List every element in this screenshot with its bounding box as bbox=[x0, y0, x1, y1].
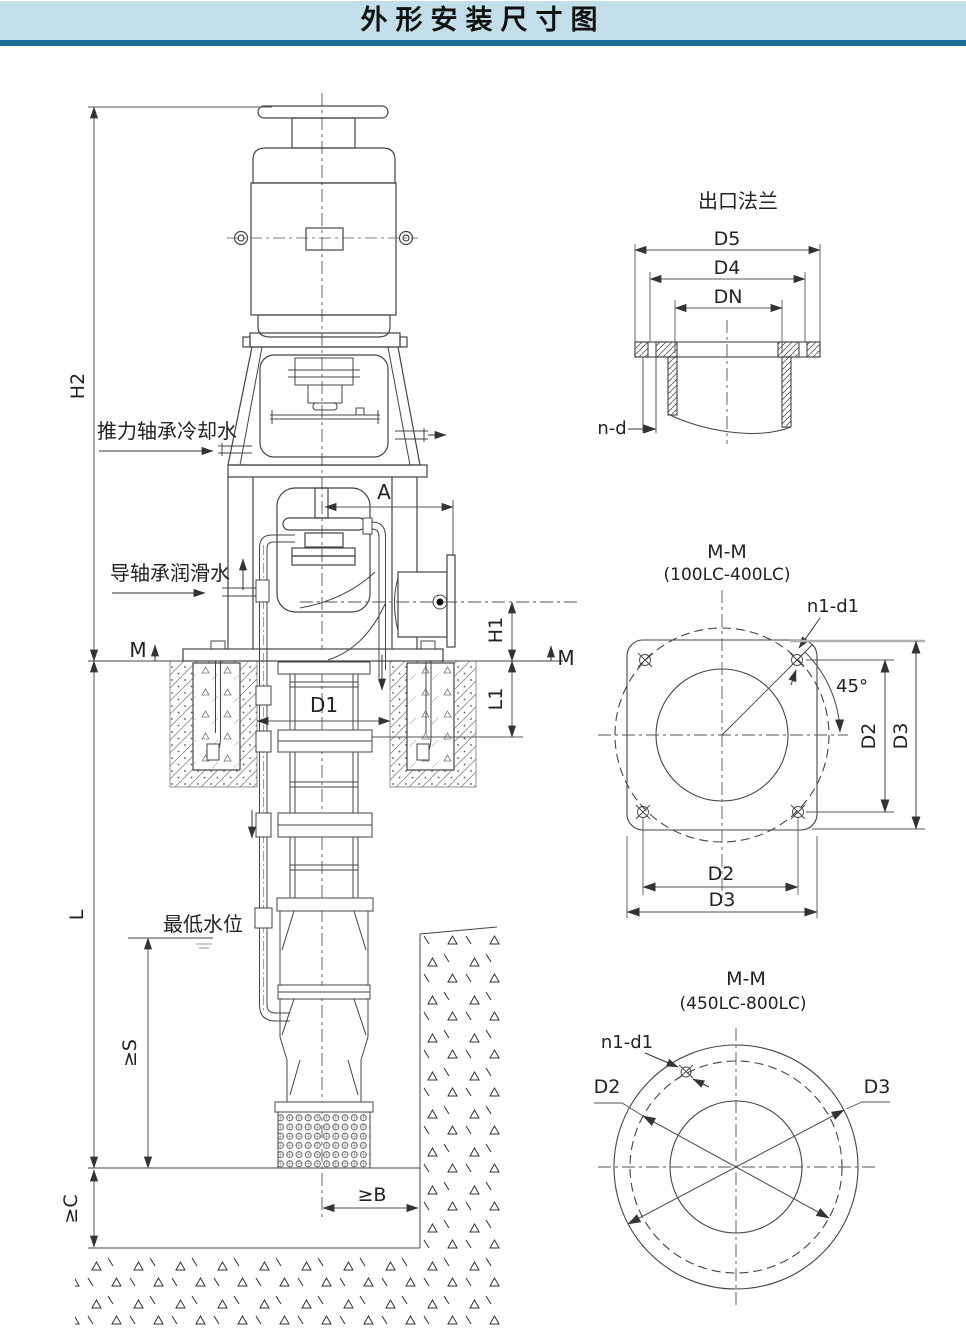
section-round-view bbox=[594, 1028, 890, 1308]
pump-elevation-view bbox=[75, 93, 578, 1332]
cooling-water-stub-right bbox=[395, 428, 447, 442]
motor-cap bbox=[257, 105, 389, 119]
section-round-title: M-M bbox=[726, 968, 766, 990]
sump-rock-hatch bbox=[75, 927, 500, 1332]
page-title: 外形安装尺寸图 bbox=[360, 5, 606, 36]
motor-bottom bbox=[257, 314, 391, 338]
baseplate bbox=[182, 648, 444, 662]
dim-L-label: L bbox=[66, 909, 88, 920]
motor-neck bbox=[291, 117, 356, 149]
column-pipe bbox=[277, 661, 373, 899]
sump bbox=[75, 926, 500, 1332]
label-lowest-water-level: 最低水位 bbox=[163, 912, 243, 936]
motor-body bbox=[250, 182, 397, 316]
outlet-flange-title: 出口法兰 bbox=[698, 189, 778, 213]
dim-D1-label: D1 bbox=[310, 693, 338, 717]
dim-D2-bottom-label: D2 bbox=[708, 863, 735, 885]
water-level-mark bbox=[128, 937, 213, 949]
dim-H1-label: H1 bbox=[485, 617, 507, 643]
motor bbox=[227, 105, 418, 338]
dim-B-label: ≥B bbox=[358, 1184, 387, 1206]
n1-d1-label-round: n1-d1 bbox=[601, 1032, 653, 1053]
title-bar: 外形安装尺寸图 bbox=[0, 1, 966, 46]
dim-D2-right-label: D2 bbox=[858, 723, 880, 750]
label-thrust-bearing-cooling-water: 推力轴承冷却水 bbox=[97, 419, 237, 443]
outlet-flange-view bbox=[628, 244, 821, 444]
label-guide-bearing-lube-water: 导轴承润滑水 bbox=[110, 561, 230, 585]
foundation-right bbox=[389, 660, 477, 788]
bolt-hole bbox=[678, 1064, 694, 1079]
dim-L1-label: L1 bbox=[485, 688, 507, 711]
foundation-left bbox=[169, 660, 258, 788]
dim-n-d-label: n-d bbox=[597, 418, 626, 439]
motor-nameplate bbox=[305, 227, 344, 251]
bolt-holes bbox=[635, 652, 806, 820]
dim-A-label: A bbox=[377, 480, 391, 504]
dim-H2-label: H2 bbox=[67, 373, 89, 399]
dim-D3-diagonal bbox=[627, 1101, 890, 1225]
dim-C-label: ≥C bbox=[60, 1194, 82, 1223]
strainer bbox=[277, 1111, 371, 1169]
cooling-water-stub-left bbox=[218, 443, 252, 456]
dim-D2-round-label: D2 bbox=[594, 1076, 621, 1098]
n1-d1-leader bbox=[798, 617, 821, 649]
dim-D5-label: D5 bbox=[714, 228, 741, 250]
motor-top bbox=[252, 147, 396, 184]
break-line bbox=[667, 413, 792, 434]
pipe-wall-right bbox=[781, 356, 792, 428]
angle-45-label: 45° bbox=[836, 676, 868, 697]
dim-DN-label: DN bbox=[714, 286, 743, 308]
lube-piping bbox=[222, 534, 295, 1022]
section-square-title: M-M bbox=[707, 541, 747, 563]
discharge-flange bbox=[446, 554, 456, 648]
drain-pipe bbox=[362, 517, 387, 691]
discharge-elbow bbox=[299, 571, 386, 661]
section-square-subtitle: (100LC-400LC) bbox=[664, 565, 791, 585]
section-square-view bbox=[598, 590, 925, 918]
dim-D4-label: D4 bbox=[714, 257, 741, 279]
dim-D3-bottom-label: D3 bbox=[709, 889, 736, 911]
coupling bbox=[270, 357, 380, 424]
n1-d1-label-square: n1-d1 bbox=[807, 596, 859, 617]
dim-D3-right-label: D3 bbox=[890, 723, 912, 750]
n1-d1-leader bbox=[644, 1052, 679, 1068]
motor-stand bbox=[218, 332, 447, 478]
section-M-right-label: M bbox=[557, 646, 574, 670]
bowl-assembly bbox=[274, 897, 374, 1169]
discharge-head bbox=[227, 477, 578, 661]
dim-S-label: ≥S bbox=[119, 1039, 141, 1067]
angle-arc bbox=[804, 651, 845, 733]
dim-D2-diagonal bbox=[594, 1102, 830, 1219]
dim-D3-round-label: D3 bbox=[864, 1076, 891, 1098]
bolt-circle bbox=[614, 627, 830, 843]
pump-dimensions bbox=[88, 106, 556, 1248]
labels: 推力轴承冷却水 导轴承润滑水 最低水位 H2 L ≥S ≥C ≥B A H1 L… bbox=[60, 189, 912, 1224]
section-M-left-label: M bbox=[129, 638, 146, 662]
section-round-subtitle: (450LC-800LC) bbox=[680, 994, 807, 1014]
section-marker-right bbox=[537, 645, 556, 662]
pipe-wall-left bbox=[667, 356, 678, 416]
